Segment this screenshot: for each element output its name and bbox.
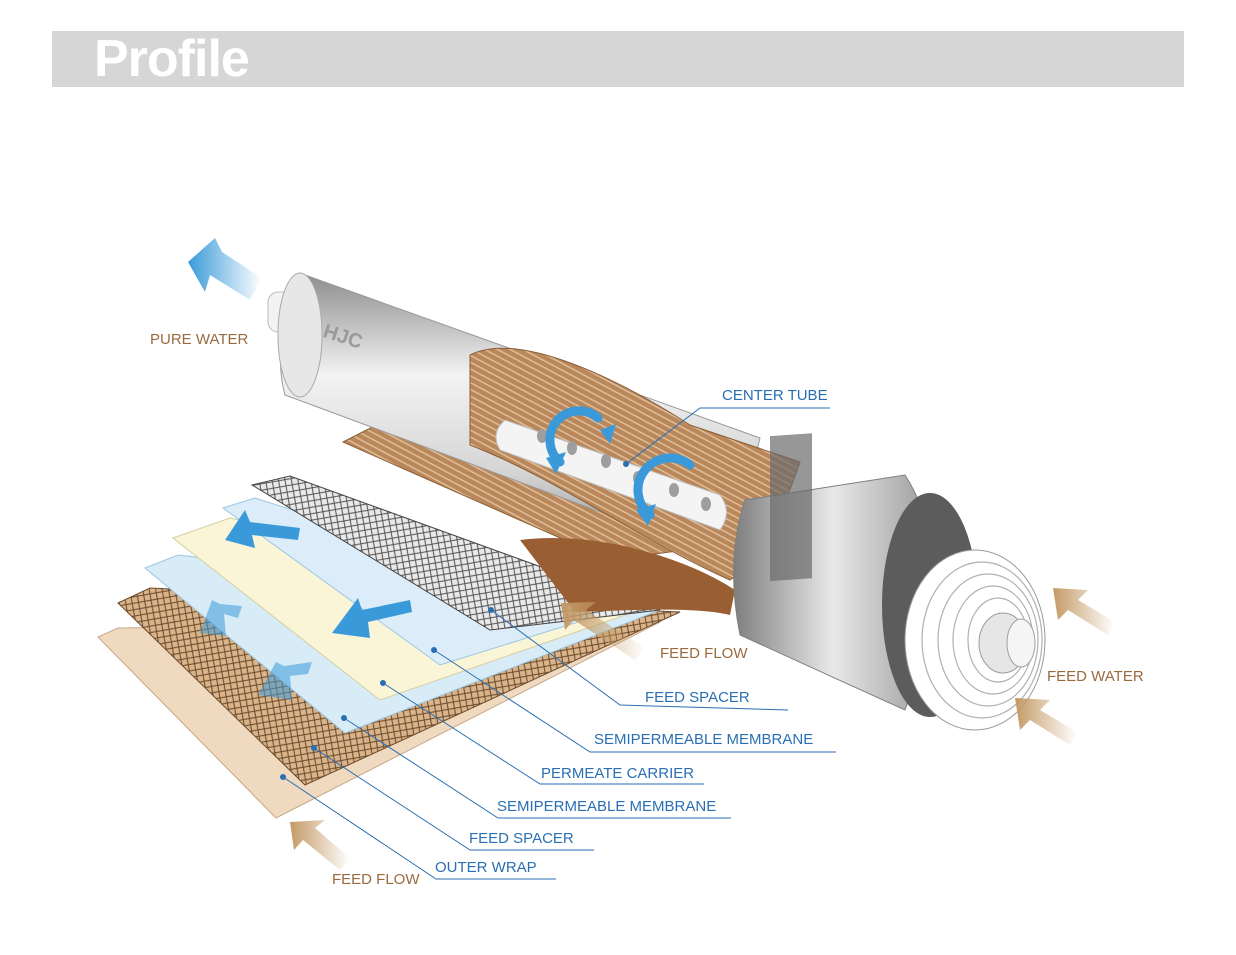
label-feed-flow-right: FEED FLOW	[660, 645, 748, 662]
end-tube-inner	[1006, 618, 1036, 668]
label-feed-water: FEED WATER	[1047, 668, 1144, 685]
label-semipermeable-membrane-bottom: SEMIPERMEABLE MEMBRANE	[497, 798, 716, 815]
label-outer-wrap: OUTER WRAP	[435, 859, 537, 876]
end-face	[904, 549, 1046, 731]
swirl-arrowhead-icon	[546, 424, 656, 526]
housing-end-left	[277, 272, 323, 398]
pure-water-arrow-icon	[188, 238, 262, 300]
label-feed-flow-bottom: FEED FLOW	[332, 871, 420, 888]
feed-flow-arrow-icon	[290, 602, 645, 870]
label-semipermeable-membrane-top: SEMIPERMEABLE MEMBRANE	[594, 731, 813, 748]
title-bar: Profile	[52, 31, 1184, 87]
label-pure-water: PURE WATER	[150, 331, 249, 348]
swirl-arrow-icon	[545, 406, 695, 520]
label-center-tube: CENTER TUBE	[722, 387, 828, 404]
page-title: Profile	[94, 30, 250, 88]
permeate-arrow-icon	[200, 510, 412, 700]
leader-lines	[282, 407, 836, 880]
wrap-band	[520, 538, 735, 615]
label-permeate-carrier: PERMEATE CARRIER	[541, 765, 694, 782]
label-feed-spacer-top: FEED SPACER	[645, 689, 750, 706]
feed-spacer-top-sheet	[250, 475, 661, 631]
end-cap-band	[770, 433, 812, 582]
feed-water-arrow-icon	[1015, 588, 1115, 745]
leader-dots	[280, 461, 629, 780]
label-feed-spacer-bottom: FEED SPACER	[469, 830, 574, 847]
